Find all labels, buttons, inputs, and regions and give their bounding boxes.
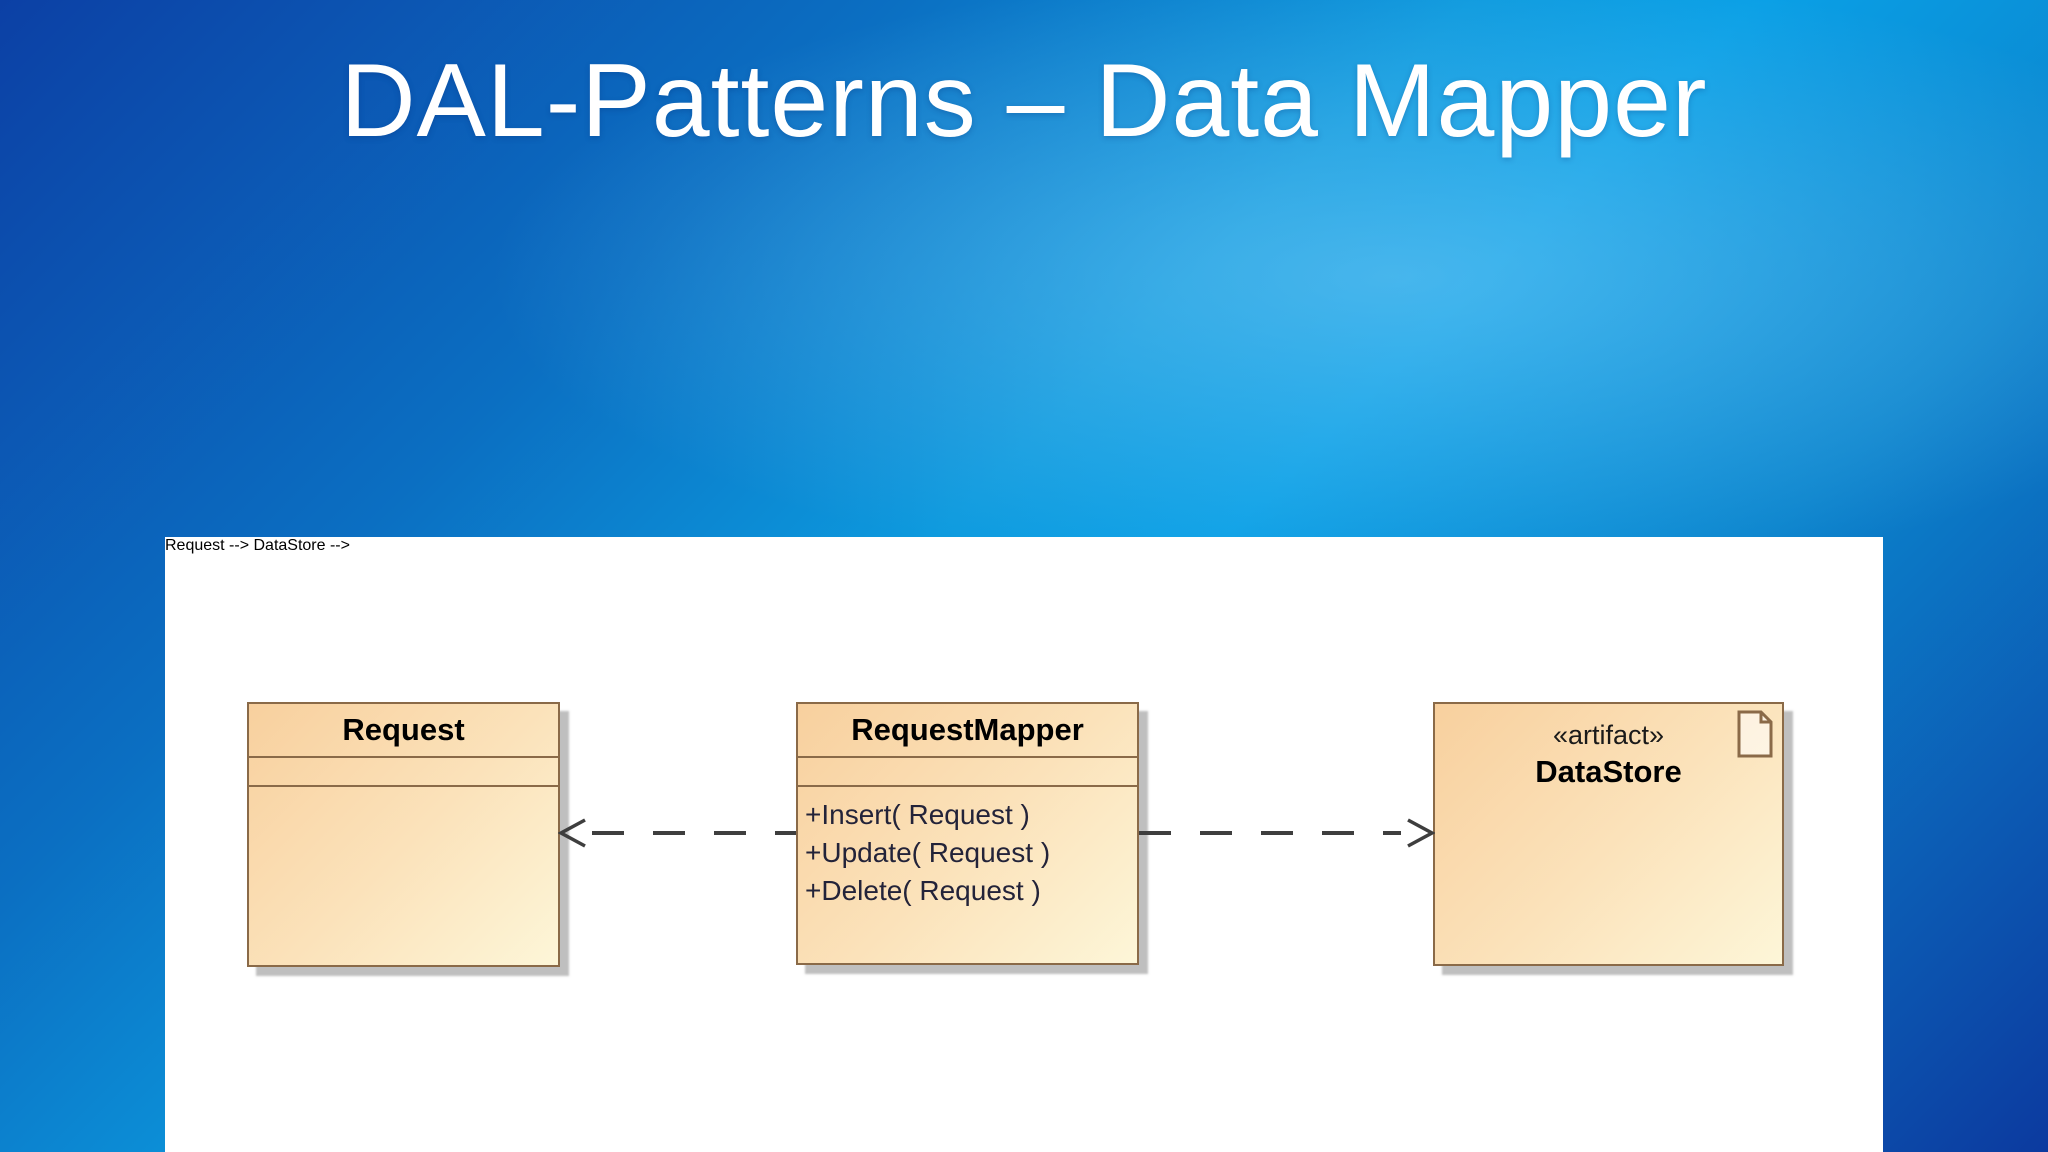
operation-delete: +Delete( Request ) — [805, 875, 1041, 906]
class-operations-request — [249, 787, 558, 796]
class-attributes-requestmapper — [798, 758, 1137, 787]
slide-title: DAL-Patterns – Data Mapper — [340, 43, 1708, 159]
open-arrowhead-left — [558, 818, 586, 848]
artifact-box-datastore: «artifact» DataStore — [1433, 702, 1784, 966]
class-name-requestmapper: RequestMapper — [798, 704, 1137, 758]
open-arrowhead-right — [1407, 818, 1435, 848]
class-operations-requestmapper: +Insert( Request ) +Update( Request ) +D… — [798, 787, 1137, 910]
artifact-name-datastore: DataStore — [1535, 754, 1682, 789]
artifact-header: «artifact» DataStore — [1435, 704, 1782, 792]
class-box-requestmapper: RequestMapper +Insert( Request ) +Update… — [796, 702, 1139, 965]
diagram-panel: Request RequestMapper +Insert( Request )… — [165, 537, 1883, 1152]
class-name-request: Request — [249, 704, 558, 758]
connector-mapper-to-datastore — [1139, 818, 1435, 848]
operation-update: +Update( Request ) — [805, 837, 1051, 868]
document-icon — [1737, 710, 1773, 758]
connector-mapper-to-request — [558, 818, 796, 848]
operation-insert: +Insert( Request ) — [805, 799, 1030, 830]
class-attributes-request — [249, 758, 558, 787]
artifact-stereotype: «artifact» — [1552, 720, 1665, 750]
class-box-request: Request — [247, 702, 560, 967]
